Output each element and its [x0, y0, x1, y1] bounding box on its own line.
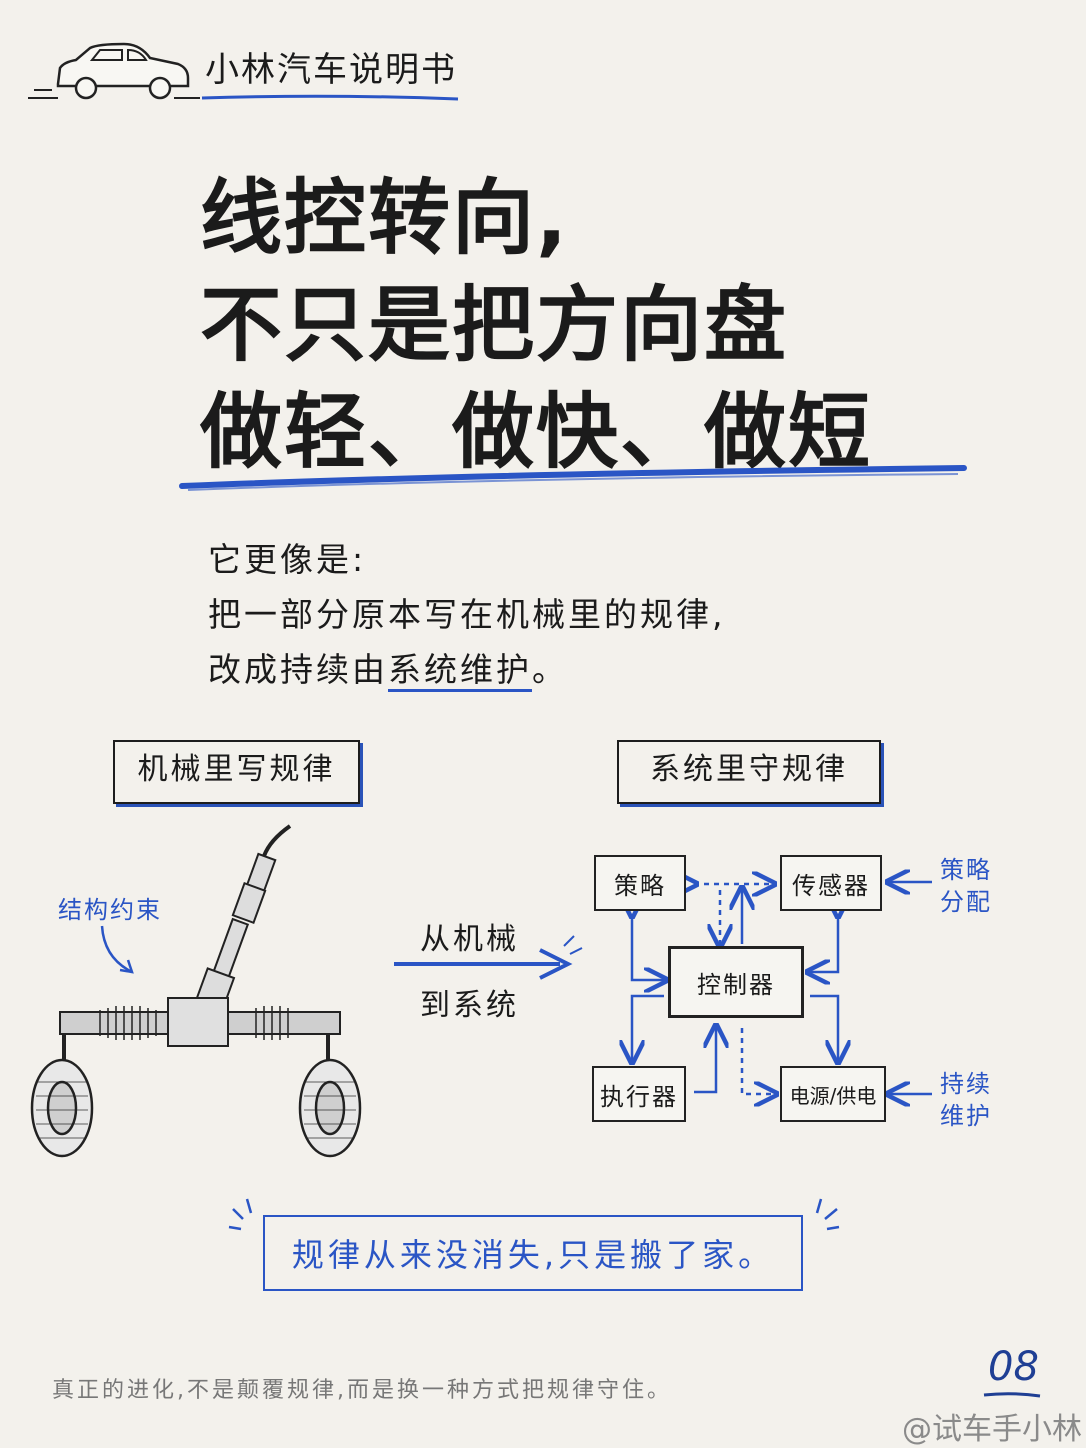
node-power: 电源/供电	[780, 1066, 886, 1122]
transition-arrow-icon	[394, 935, 583, 980]
node-actuator: 执行器	[592, 1066, 686, 1122]
intro-line-3-suffix: 。	[532, 650, 568, 689]
node-sensor: 传感器	[780, 855, 882, 911]
intro-line-2: 把一部分原本写在机械里的规律,	[208, 595, 726, 634]
node-controller: 控制器	[668, 946, 804, 1018]
watermark: @试车手小林	[902, 1412, 1082, 1447]
intro-line-3-prefix: 改成持续由	[208, 650, 388, 689]
page-number: 08	[988, 1344, 1039, 1390]
side-note-top-line-1: 策略	[940, 856, 992, 884]
tagline-sparkle-icon	[228, 1198, 840, 1231]
steering-rack-illustration	[30, 824, 362, 1158]
intro-line-3: 改成持续由系统维护。	[208, 643, 568, 692]
intro-line-1: 它更像是:	[208, 540, 367, 579]
headline-line-3: 做轻、做快、做短	[200, 385, 873, 480]
series-title-underline	[201, 94, 459, 101]
annotation-arrow-icon	[100, 925, 134, 974]
footer-note: 真正的进化,不是颠覆规律,而是换一种方式把规律守住。	[52, 1378, 672, 1403]
series-title: 小林汽车说明书	[205, 50, 457, 90]
structure-constraint-note: 结构约束	[58, 896, 162, 924]
transition-bottom-label: 到系统	[420, 988, 519, 1023]
car-icon	[28, 42, 200, 100]
tagline: 规律从来没消失,只是搬了家。	[263, 1215, 803, 1291]
headline-underline	[179, 465, 967, 491]
side-note-bottom-line-1: 持续	[940, 1070, 992, 1098]
intro-emphasis: 系统维护	[388, 650, 532, 692]
system-diagram-connectors	[580, 840, 932, 1140]
headline-line-1: 线控转向,	[200, 171, 570, 266]
page-number-underline	[983, 1392, 1041, 1398]
side-note-top-line-2: 分配	[940, 888, 992, 916]
side-note-bottom-line-2: 维护	[940, 1102, 992, 1130]
headline-line-2: 不只是把方向盘	[200, 278, 789, 373]
node-strategy: 策略	[594, 855, 686, 911]
transition-top-label: 从机械	[420, 922, 519, 957]
left-panel-title: 机械里写规律	[113, 740, 360, 804]
right-panel-title: 系统里守规律	[617, 740, 881, 804]
